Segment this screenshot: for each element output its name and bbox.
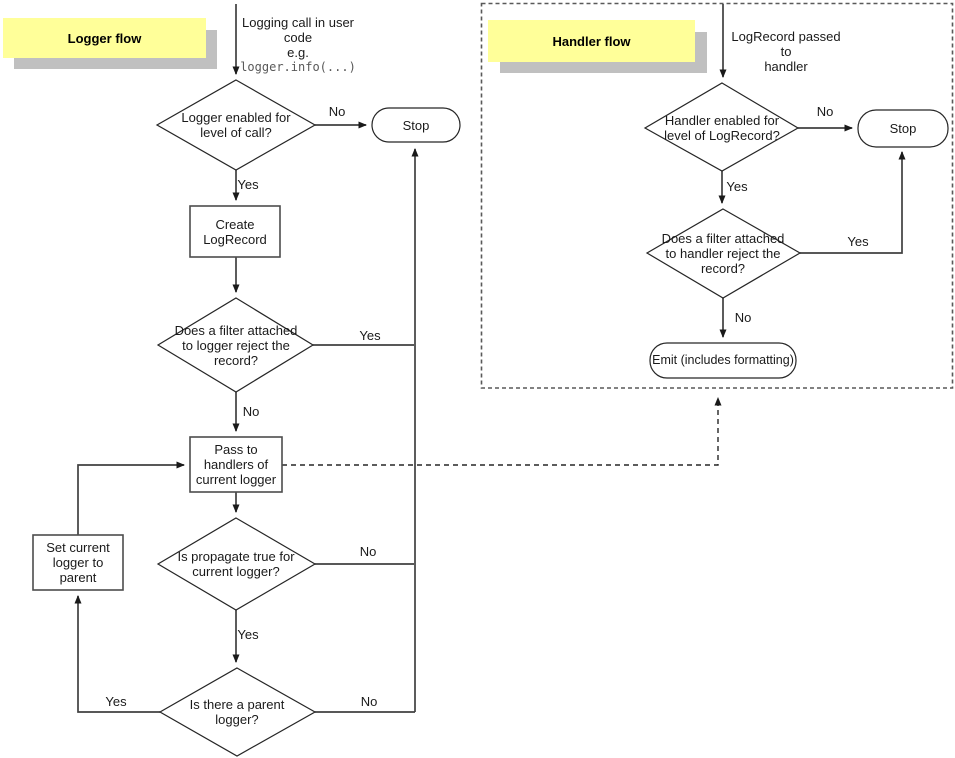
handler-stop-label: Stop [889, 120, 917, 136]
edge-set-to-pass [77, 461, 185, 535]
handler-filter-yes-label: Yes [847, 234, 869, 249]
propagate-decision-label: Is propagate true for current logger? [177, 549, 295, 579]
diamond-handler-filter [645, 208, 802, 299]
diamond-propagate [156, 517, 317, 611]
terminator-handler-stop [857, 109, 949, 148]
process-set-current-logger [32, 534, 124, 591]
edge-parent-yes-to-set [74, 595, 160, 713]
edge-hfilter-yes-to-hstop [800, 151, 906, 254]
handler-filter-decision-label: Does a filter attached to handler reject… [661, 230, 785, 276]
logger-entry-caption: Logging call in user code e.g. [241, 14, 355, 60]
terminator-logger-stop [371, 107, 461, 143]
logger-filter-no-label: No [242, 404, 260, 419]
logger-enabled-no-label: No [328, 104, 346, 119]
handler-enabled-no-label: No [816, 104, 834, 119]
handler-filter-no-label: No [734, 310, 752, 325]
pass-to-handlers-label: Pass to handlers of current logger [195, 442, 277, 487]
diamond-parent-logger [158, 667, 317, 757]
handler-flow-title: Handler flow [488, 20, 695, 62]
diamond-handler-enabled [643, 82, 800, 172]
parent-decision-label: Is there a parent logger? [189, 697, 285, 727]
logger-flow-connectors [74, 4, 419, 713]
edge-pass-to-handler-flow-dashed [282, 397, 722, 466]
parent-no-label: No [360, 694, 378, 709]
logger-flow-title-text: Logger flow [67, 30, 142, 46]
logger-flow-shapes [32, 79, 461, 757]
logger-filter-decision-label: Does a filter attached to logger reject … [174, 322, 298, 368]
propagate-no-label: No [359, 544, 377, 559]
process-pass-to-handlers [189, 436, 283, 493]
logger-enabled-yes-label: Yes [237, 177, 259, 192]
handler-flow-connectors [718, 4, 906, 338]
parent-yes-label: Yes [105, 694, 127, 709]
handler-enabled-decision-label: Handler enabled for level of LogRecord? [664, 113, 780, 143]
handler-flow-shapes [643, 82, 949, 379]
logger-entry-code: logger.info(...) [240, 59, 356, 74]
emit-label: Emit (includes formatting) [652, 353, 794, 367]
logger-enabled-decision-label: Logger enabled for level of call? [181, 110, 291, 140]
diamond-logger-filter [156, 297, 315, 393]
diamond-logger-enabled [155, 79, 317, 171]
handler-flow-title-text: Handler flow [552, 33, 631, 49]
propagate-yes-label: Yes [237, 627, 259, 642]
handler-enabled-yes-label: Yes [726, 179, 748, 194]
logger-flow-title: Logger flow [3, 18, 206, 58]
terminator-emit [649, 342, 797, 379]
handler-entry-caption: LogRecord passed to handler [731, 28, 841, 74]
logger-filter-yes-label: Yes [359, 328, 381, 343]
create-logrecord-label: Create LogRecord [203, 216, 267, 247]
process-create-logrecord [189, 205, 281, 258]
set-current-logger-label: Set current logger to parent [46, 540, 110, 585]
logger-stop-label: Stop [402, 117, 430, 133]
